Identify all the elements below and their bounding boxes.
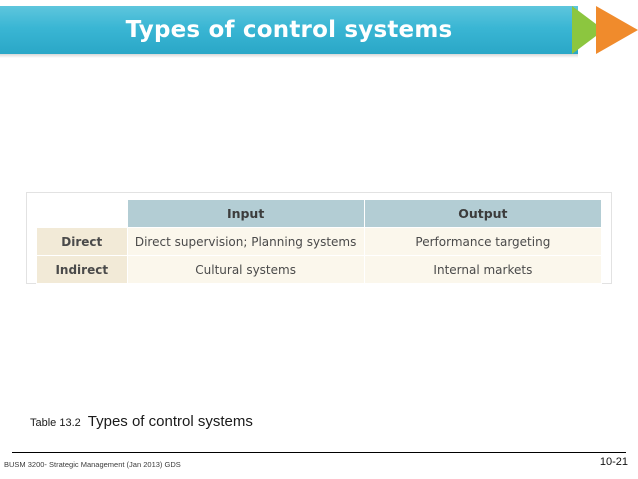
control-systems-table-card: Input Output Direct Direct supervision; … xyxy=(26,192,612,284)
page-title: Types of control systems xyxy=(125,17,453,43)
table-column-header-input: Input xyxy=(126,199,365,228)
footer-divider xyxy=(12,452,626,453)
table-cell-direct-input: Direct supervision; Planning systems xyxy=(126,227,365,256)
table-corner-cell xyxy=(36,199,127,228)
table-row-label-indirect: Indirect xyxy=(36,255,128,284)
footer-course-label: BUSM 3200- Strategic Management (Jan 201… xyxy=(4,460,181,469)
table-caption-number: Table 13.2 xyxy=(30,417,81,429)
table-header-row: Input Output xyxy=(36,199,603,228)
banner-shadow xyxy=(0,54,578,58)
table-row: Direct Direct supervision; Planning syst… xyxy=(36,227,603,256)
control-systems-table: Input Output Direct Direct supervision; … xyxy=(36,199,603,284)
table-cell-indirect-input: Cultural systems xyxy=(126,255,365,284)
table-caption-title: Types of control systems xyxy=(87,413,253,430)
table-cell-direct-output: Performance targeting xyxy=(363,227,603,256)
table-caption: Table 13.2 Types of control systems xyxy=(30,413,253,430)
banner-orange-arrow-icon xyxy=(596,6,638,54)
table-row: Indirect Cultural systems Internal marke… xyxy=(36,255,603,284)
table-row-label-direct: Direct xyxy=(36,227,128,256)
footer-page-number: 10-21 xyxy=(599,456,628,468)
table-cell-indirect-output: Internal markets xyxy=(363,255,603,284)
table-column-header-output: Output xyxy=(363,199,603,228)
slide-title-banner: Types of control systems xyxy=(0,6,578,54)
